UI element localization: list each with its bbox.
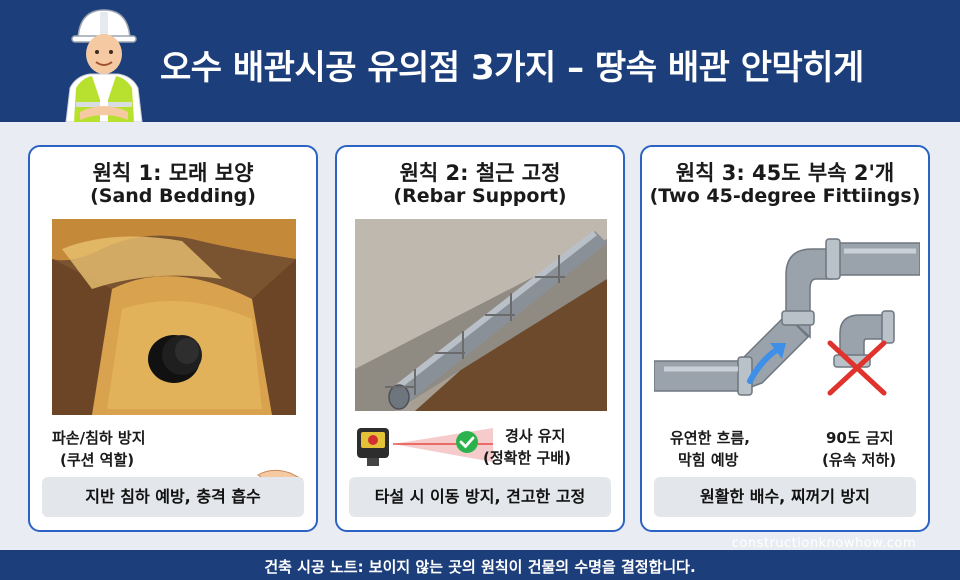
card-summary: 원활한 배수, 찌꺼기 방지: [654, 477, 916, 517]
card-title: 원칙 2: 철근 고정: [399, 161, 561, 185]
card-title: 원칙 1: 모래 보양: [92, 161, 254, 185]
footer-note: 건축 시공 노트: 보이지 않는 곳의 원칙이 건물의 수명을 결정합니다.: [264, 558, 696, 576]
card-subtitle: (Sand Bedding): [90, 185, 256, 207]
principle-card-45-degree-fittings: 원칙 3: 45도 부속 2'개 (Two 45-degree Fittiing…: [640, 145, 930, 532]
sand-bedding-illustration: [52, 219, 296, 415]
card-note-line1: 경사 유지: [505, 427, 566, 445]
card-summary: 지반 침하 예방, 충격 흡수: [42, 477, 304, 517]
page-title: 오수 배관시공 유의점 3가지 – 땅속 배관 안막히게: [160, 48, 864, 88]
worker-avatar: [65, 9, 143, 122]
cross-icon: [827, 340, 887, 396]
card-subtitle: (Two 45-degree Fittiings): [649, 185, 921, 207]
check-icon: [456, 431, 478, 453]
card-note-line2: (정확한 구배): [483, 449, 571, 467]
principle-card-sand-bedding: 원칙 1: 모래 보양 (Sand Bedding) 파손/침하 방지 (쿠션 …: [28, 145, 318, 532]
rebar-support-illustration: [355, 219, 607, 411]
card-note-line2: (쿠션 역할): [60, 451, 135, 469]
principle-card-rebar-support: 원칙 2: 철근 고정 (Rebar Support): [335, 145, 625, 532]
header-banner: 오수 배관시공 유의점 3가지 – 땅속 배관 안막히게: [0, 0, 960, 122]
card-note-right-line1: 90도 금지: [826, 429, 894, 447]
card-note-line1: 파손/침하 방지: [52, 429, 146, 447]
card-title: 원칙 3: 45도 부속 2'개: [675, 161, 895, 185]
card-subtitle: (Rebar Support): [393, 185, 567, 207]
flow-arrow-icon: [747, 343, 786, 384]
watermark: constructionknowhow.com: [731, 536, 916, 551]
card-note-right-line2: (유속 저하): [822, 451, 897, 469]
card-note-left-line1: 유연한 흐름,: [670, 429, 750, 447]
card-summary: 타설 시 이동 방지, 견고한 고정: [349, 477, 611, 517]
footer-bar: 건축 시공 노트: 보이지 않는 곳의 원칙이 건물의 수명을 결정합니다.: [0, 550, 960, 580]
card-note-left-line2: 막힘 예방: [678, 451, 739, 469]
